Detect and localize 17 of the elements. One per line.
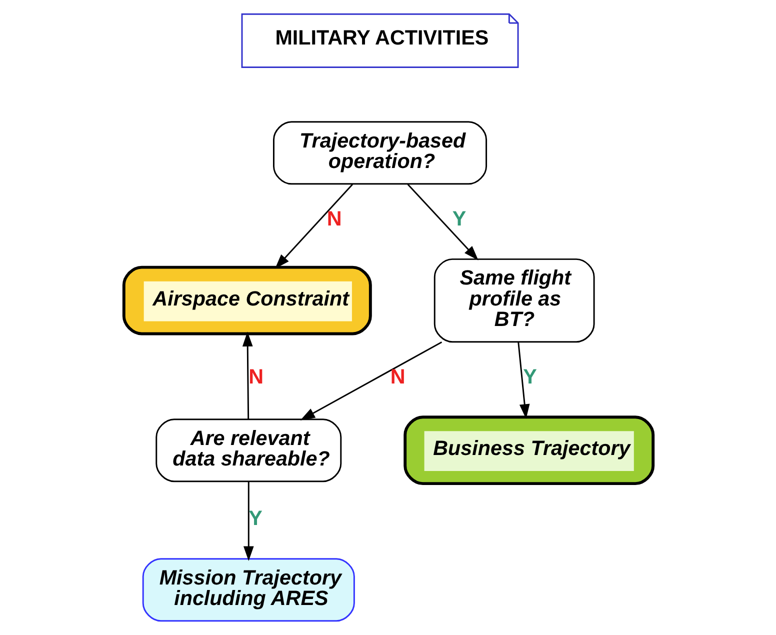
node-box: Trajectory-based operation? [272, 121, 487, 185]
edge-label: N [248, 365, 264, 388]
edge-label: N [390, 365, 405, 388]
arrow [242, 332, 252, 420]
arrow [274, 184, 353, 269]
arrow [242, 481, 254, 562]
node-box: Airspace Constraint [122, 266, 372, 336]
node-box: Mission Trajectory including ARES [142, 558, 354, 622]
node-box: Business Trajectory [403, 416, 654, 486]
arrow [517, 342, 530, 419]
edge-label: N [326, 208, 342, 231]
node-box: Same flight profile as BT? [433, 258, 594, 343]
edge-label: Y [452, 208, 466, 231]
node-box: Are relevant data shareable? [155, 418, 342, 482]
arrow [300, 341, 442, 420]
edge-label: Y [522, 365, 536, 388]
arrow [406, 184, 478, 260]
